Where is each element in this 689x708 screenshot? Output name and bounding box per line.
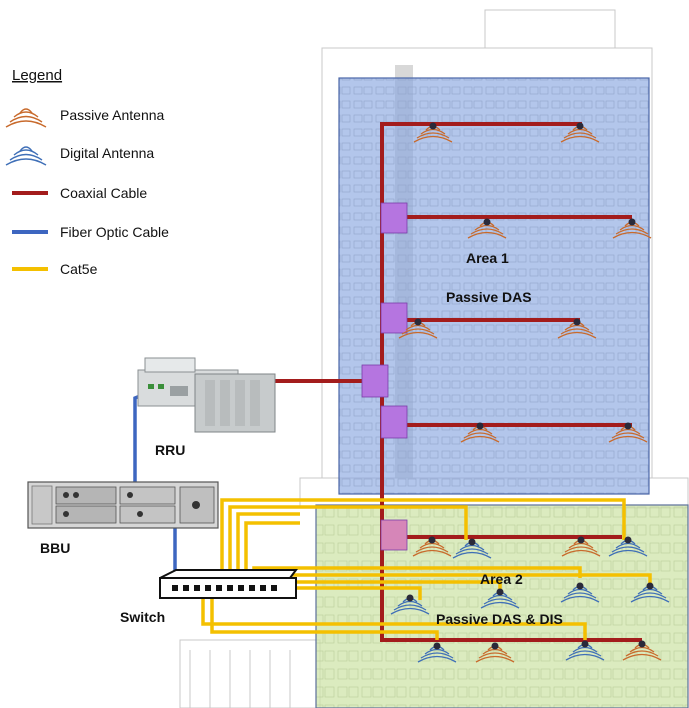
passive-antenna-icon (5, 108, 47, 128)
passive-antenna-icon (622, 640, 662, 661)
digital-antenna-icon (630, 582, 670, 603)
passive-antenna-icon (412, 536, 452, 557)
passive-antenna-icon (467, 218, 507, 239)
rru-device (137, 357, 276, 433)
legend-label-passive-antenna: Passive Antenna (60, 107, 165, 123)
passive-antenna-icon (612, 218, 652, 239)
digital-antenna-icon (452, 538, 492, 559)
rru-label: RRU (155, 442, 185, 458)
area-2-name: Area 2 (480, 571, 523, 587)
switch-device (159, 569, 298, 599)
digital-antenna-icon (565, 640, 605, 661)
digital-antenna-icon (608, 536, 648, 557)
passive-antenna-icon (560, 122, 600, 143)
digital-antenna-icon (480, 588, 520, 609)
digital-antenna-icon (5, 146, 47, 166)
legend-label-cat5e: Cat5e (60, 261, 98, 277)
passive-antenna-icon (460, 422, 500, 443)
area-1-name: Area 1 (466, 250, 509, 266)
bbu-device (27, 481, 219, 529)
passive-antenna-icon (475, 642, 515, 663)
legend: Legend Passive Antenna Digital Antenna C… (5, 67, 169, 277)
digital-antenna-icon (390, 594, 430, 615)
digital-antenna-icon (560, 582, 600, 603)
splitters (361, 202, 408, 551)
legend-title: Legend (12, 67, 62, 84)
passive-antenna-icon (398, 318, 438, 339)
area-2-type: Passive DAS & DIS (436, 611, 563, 627)
legend-label-coaxial: Coaxial Cable (60, 185, 147, 201)
legend-label-fiber: Fiber Optic Cable (60, 224, 169, 240)
passive-antenna-icon (413, 122, 453, 143)
area-1-type: Passive DAS (446, 289, 532, 305)
digital-antenna-icon (417, 642, 457, 663)
passive-antenna-icon (561, 536, 601, 557)
legend-label-digital-antenna: Digital Antenna (60, 145, 154, 161)
passive-antenna-icon (608, 422, 648, 443)
antenna-layer (390, 122, 670, 663)
bbu-label: BBU (40, 540, 70, 556)
passive-antenna-icon (557, 318, 597, 339)
switch-label: Switch (120, 609, 165, 625)
